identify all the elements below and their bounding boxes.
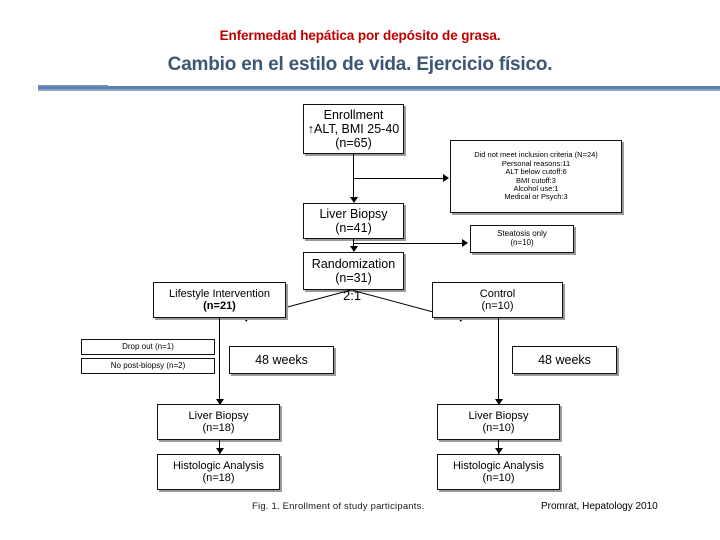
arrowhead-enrollment-to-biopsy xyxy=(350,197,358,203)
enrollment-line-3: (n=65) xyxy=(335,136,372,150)
arrowhead-control-trunk xyxy=(495,399,503,405)
randomization-line-2: (n=31) xyxy=(335,271,372,285)
arrowhead-lifestyle-trunk xyxy=(216,399,224,405)
flow-box-48-weeks-left: 48 weeks xyxy=(229,346,334,374)
histology-right-line-1: Histologic Analysis xyxy=(452,459,545,472)
lifestyle-line-1: Lifestyle Intervention xyxy=(169,287,270,300)
slide-header: Enfermedad hepática por depósito de gras… xyxy=(0,0,720,96)
connector-lifestyle-trunk xyxy=(219,318,221,404)
flow-box-liver-biopsy-left: Liver Biopsy (n=18) xyxy=(157,404,280,440)
liver-biopsy-right-line-2: (n=10) xyxy=(482,422,515,434)
flow-box-enrollment: Enrollment ↑ALT, BMI 25-40 (n=65) xyxy=(303,104,404,154)
flow-box-histology-right: Histologic Analysis (n=10) xyxy=(437,454,560,490)
weeks-left-line-1: 48 weeks xyxy=(255,353,308,367)
flow-box-steatosis-only: Steatosis only (n=10) xyxy=(470,225,574,253)
flow-box-control: Control (n=10) xyxy=(432,282,563,318)
liver-biopsy-left-line-1: Liver Biopsy xyxy=(188,409,249,422)
histology-right-line-2: (n=10) xyxy=(482,472,515,484)
weeks-right-line-1: 48 weeks xyxy=(538,353,591,367)
control-line-2: (n=10) xyxy=(481,300,514,312)
dropout-line-1: Drop out (n=1) xyxy=(122,341,174,351)
randomization-line-1: Randomization xyxy=(311,257,396,271)
header-divider-thick xyxy=(38,86,720,89)
control-line-1: Control xyxy=(479,287,516,300)
liver-biopsy-right-line-1: Liver Biopsy xyxy=(468,409,529,422)
figure-source-citation: Promrat, Hepatology 2010 xyxy=(541,501,658,512)
histology-left-line-2: (n=18) xyxy=(202,472,235,484)
histology-left-line-1: Histologic Analysis xyxy=(172,459,265,472)
flow-box-excluded-criteria: Did not meet inclusion criteria (N=24) P… xyxy=(450,140,622,213)
arrowhead-to-excluded xyxy=(443,174,449,182)
flow-box-liver-biopsy-right: Liver Biopsy (n=10) xyxy=(437,404,560,440)
no-post-biopsy-line-1: No post-biopsy (n=2) xyxy=(110,360,186,370)
lifestyle-line-2: (n=21) xyxy=(203,300,236,312)
steatosis-line-1: Steatosis only xyxy=(497,229,547,239)
slide-title-secondary: Cambio en el estilo de vida. Ejercicio f… xyxy=(167,54,553,75)
connector-to-excluded xyxy=(353,178,445,180)
enrollment-line-1: Enrollment xyxy=(323,108,384,122)
excluded-line-3: ALT below cutoff:6 xyxy=(505,167,567,177)
flow-box-liver-biopsy-initial: Liver Biopsy (n=41) xyxy=(303,203,404,239)
arrowhead-biopsy-to-histology-left xyxy=(216,448,224,454)
enrollment-line-2: ↑ALT, BMI 25-40 xyxy=(307,122,400,136)
arrowhead-biopsy-to-randomization xyxy=(350,246,358,252)
connector-to-steatosis xyxy=(353,243,463,245)
excluded-line-5: Alcohol use:1 xyxy=(513,183,559,193)
slide-title-primary: Enfermedad hepática por depósito de gras… xyxy=(219,28,501,43)
liver-biopsy-left-line-2: (n=18) xyxy=(202,422,235,434)
excluded-line-4: BMI cutoff:3 xyxy=(516,175,556,185)
connector-control-trunk xyxy=(498,318,500,404)
connector-biopsy-to-histology-left xyxy=(219,440,221,454)
flow-box-48-weeks-right: 48 weeks xyxy=(512,346,617,374)
flow-box-no-post-biopsy: No post-biopsy (n=2) xyxy=(81,358,215,374)
flow-box-histology-left: Histologic Analysis (n=18) xyxy=(157,454,280,490)
connector-biopsy-to-histology-right xyxy=(498,440,500,454)
excluded-line-2: Personal reasons:11 xyxy=(501,158,571,168)
steatosis-line-2: (n=10) xyxy=(510,238,534,247)
connector-biopsy-to-randomization xyxy=(353,239,355,251)
liver-biopsy-1-line-1: Liver Biopsy xyxy=(319,207,388,221)
flow-box-dropout: Drop out (n=1) xyxy=(81,339,215,355)
excluded-line-1: Did not meet inclusion criteria (N=24) xyxy=(474,150,598,160)
liver-biopsy-1-line-2: (n=41) xyxy=(335,221,372,235)
excluded-line-6: Medical or Psych:3 xyxy=(504,192,568,202)
enrollment-flowchart: Enrollment ↑ALT, BMI 25-40 (n=65) Did no… xyxy=(0,96,720,540)
arrowhead-to-steatosis xyxy=(462,239,468,247)
header-divider-accent xyxy=(38,85,108,87)
figure-caption: Fig. 1. Enrollment of study participants… xyxy=(252,501,425,512)
header-divider-thin xyxy=(38,89,720,91)
flow-box-lifestyle-intervention: Lifestyle Intervention (n=21) xyxy=(153,282,286,318)
flow-box-randomization: Randomization (n=31) xyxy=(303,252,404,290)
arrowhead-biopsy-to-histology-right xyxy=(495,448,503,454)
